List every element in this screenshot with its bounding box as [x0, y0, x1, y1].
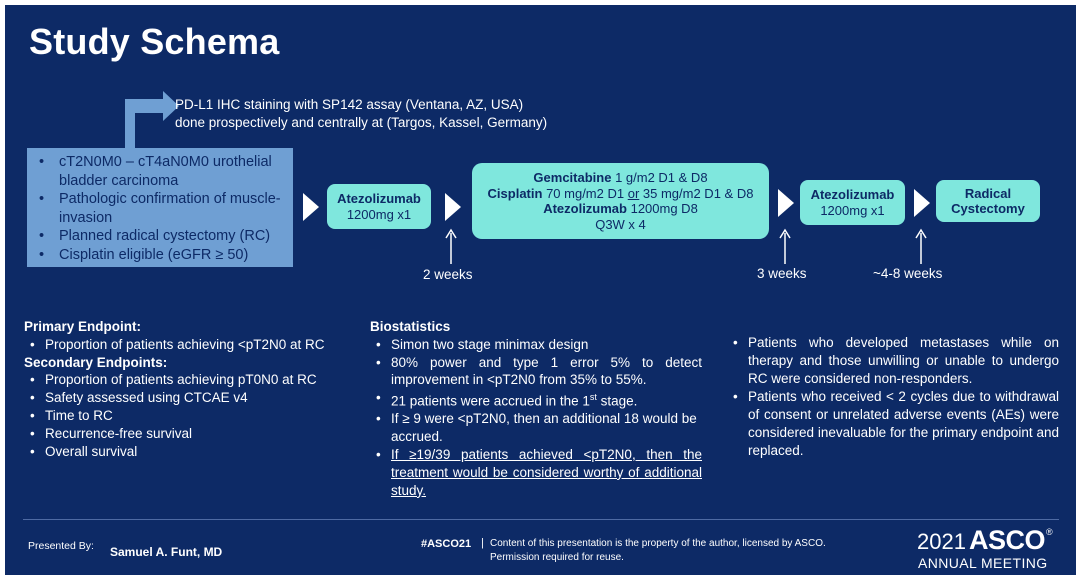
secondary-endpoint-item: Proportion of patients achieving pT0N0 a…: [24, 371, 364, 389]
flow-arrow-icon: [445, 193, 461, 221]
ihc-note: PD-L1 IHC staining with SP142 assay (Ven…: [175, 96, 547, 132]
atezolizumab-bridge-box: Atezolizumab 1200mg x1: [800, 180, 905, 225]
biostatistics-heading: Biostatistics: [370, 319, 451, 334]
cis-dose-b: 35 mg/m2 D1 & D8: [639, 185, 754, 201]
slide: Study Schema PD-L1 IHC staining with SP1…: [5, 5, 1076, 575]
primary-endpoint-item: Proportion of patients achieving <pT2N0 …: [24, 336, 364, 354]
eligibility-item: Planned radical cystectomy (RC): [31, 227, 289, 246]
secondary-endpoint-item: Recurrence-free survival: [24, 425, 364, 443]
disclaimer-line1: Content of this presentation is the prop…: [490, 538, 826, 549]
secondary-endpoint-item: Safety assessed using CTCAE v4: [24, 389, 364, 407]
timing-2-weeks: 2 weeks: [423, 267, 473, 282]
atezo2-dose: 1200mg x1: [820, 202, 885, 218]
footer-divider: [23, 519, 1059, 520]
biostat-item: If ≥19/39 patients achieved <pT2N0, then…: [370, 446, 702, 499]
primary-endpoint-heading: Primary Endpoint:: [24, 319, 142, 334]
note-item: Patients who developed metastases while …: [727, 334, 1059, 387]
eligibility-item: Pathologic confirmation of muscle-invasi…: [31, 190, 289, 227]
timing-3-weeks: 3 weeks: [757, 266, 807, 281]
notes-column: Patients who developed metastases while …: [727, 334, 1059, 460]
biostatistics-column: Biostatistics Simon two stage minimax de…: [370, 318, 702, 499]
up-arrow-icon: [915, 228, 927, 264]
biostat-item3-sup: st: [589, 392, 597, 403]
endpoints-column: Primary Endpoint: Proportion of patients…: [24, 318, 364, 460]
presented-by-label: Presented By:: [28, 540, 94, 552]
presenter-name: Samuel A. Funt, MD: [110, 545, 223, 559]
bent-arrow-icon: [125, 91, 179, 153]
gem-dose: 1 g/m2 D1 & D8: [611, 170, 708, 185]
combo-schedule: Q3W x 4: [595, 216, 646, 232]
footer-separator: |: [481, 537, 484, 549]
up-arrow-icon: [445, 228, 457, 264]
secondary-endpoint-item: Overall survival: [24, 443, 364, 461]
flow-arrow-icon: [914, 189, 930, 217]
cis-or: or: [627, 185, 640, 201]
biostat-item: If ≥ 9 were <pT2N0, then an additional 1…: [370, 410, 702, 446]
meeting-year: 2021: [917, 529, 966, 554]
cis-drug: Cisplatin: [487, 185, 543, 201]
combo-atezo-dose: 1200mg D8: [626, 201, 698, 216]
atezolizumab-induction-box: Atezolizumab 1200mg x1: [327, 184, 431, 229]
asco-logo: ASCO®: [969, 525, 1053, 555]
annual-meeting-label: ANNUAL MEETING: [918, 555, 1048, 571]
atezo1-dose: 1200mg x1: [346, 206, 412, 222]
atezo2-drug: Atezolizumab: [810, 187, 895, 202]
surgery-line2: Cystectomy: [951, 201, 1025, 216]
biostat-item: Simon two stage minimax design: [370, 336, 702, 354]
biostat-item3-post: stage.: [596, 393, 638, 409]
eligibility-box: cT2N0M0 – cT4aN0M0 urothelial bladder ca…: [27, 148, 293, 267]
disclaimer-line2: Permission required for reuse.: [490, 552, 624, 563]
gem-drug: Gemcitabine: [533, 170, 612, 185]
hashtag: #ASCO21: [421, 538, 472, 550]
atezo1-drug: Atezolizumab: [337, 191, 421, 206]
biostat-item: 80% power and type 1 error 5% to detect …: [370, 354, 702, 390]
surgery-line1: Radical: [964, 185, 1012, 201]
eligibility-item: cT2N0M0 – cT4aN0M0 urothelial bladder ca…: [31, 153, 289, 190]
combination-therapy-box: Gemcitabine 1 g/m2 D1 & D8 Cisplatin 70 …: [472, 163, 769, 239]
slide-title: Study Schema: [29, 21, 280, 62]
biostat-item: 21 patients were accrued in the 1st stag…: [370, 389, 702, 410]
ihc-note-line2: done prospectively and centrally at (Tar…: [175, 115, 548, 130]
up-arrow-icon: [779, 228, 791, 264]
asco-logo-text: ASCO: [969, 525, 1046, 555]
eligibility-item: Cisplatin eligible (eGFR ≥ 50): [31, 246, 289, 265]
radical-cystectomy-box: Radical Cystectomy: [936, 180, 1040, 222]
cis-dose-a: 70 mg/m2 D1: [542, 185, 628, 201]
biostat-item3-pre: 21 patients were accrued in the 1: [391, 393, 590, 409]
ihc-note-line1: PD-L1 IHC staining with SP142 assay (Ven…: [175, 97, 524, 112]
secondary-endpoint-item: Time to RC: [24, 407, 364, 425]
timing-4-8-weeks: ~4-8 weeks: [873, 266, 943, 281]
note-item: Patients who received < 2 cycles due to …: [727, 388, 1059, 459]
secondary-endpoints-heading: Secondary Endpoints:: [24, 354, 168, 370]
flow-arrow-icon: [303, 193, 319, 221]
flow-arrow-icon: [778, 189, 794, 217]
combo-atezo-drug: Atezolizumab: [543, 201, 627, 216]
